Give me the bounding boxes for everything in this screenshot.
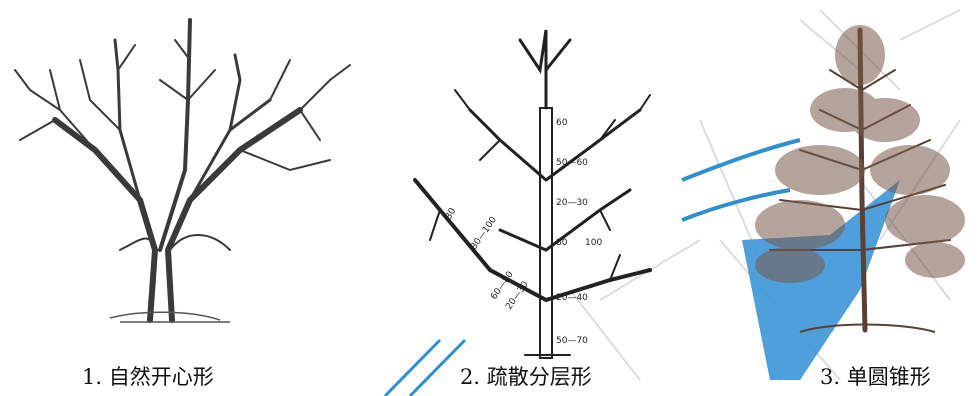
scale-label-4: 80	[556, 238, 568, 248]
caption-single-cone: 3. 单圆锥形	[820, 365, 931, 389]
figure-single-cone: 3. 单圆锥形	[670, 0, 979, 396]
caption-sparse-layered: 2. 疏散分层形	[460, 365, 592, 389]
open-center-tree-drawing	[14, 18, 351, 323]
caption-open-center: 1. 自然开心形	[82, 365, 214, 389]
scale-label-2: 50—60	[556, 158, 588, 168]
scale-label-7: 50—70	[556, 336, 588, 346]
scale-label-3: 20—30	[556, 198, 588, 208]
scale-label-5: 100	[585, 238, 602, 248]
figure-open-center: 1. 自然开心形	[0, 0, 370, 396]
scale-label-6: 20—40	[556, 293, 588, 303]
figure-sparse-layered: 60 50—60 20—30 80 100 20—40 50—70 30 80—…	[370, 0, 670, 396]
scale-label-9: 80—100	[469, 215, 499, 252]
sparse-layered-tree-drawing: 60 50—60 20—30 80 100 20—40 50—70 30 80—…	[413, 29, 652, 359]
single-cone-tree-drawing	[755, 25, 965, 333]
scale-label-1: 60	[556, 118, 568, 128]
